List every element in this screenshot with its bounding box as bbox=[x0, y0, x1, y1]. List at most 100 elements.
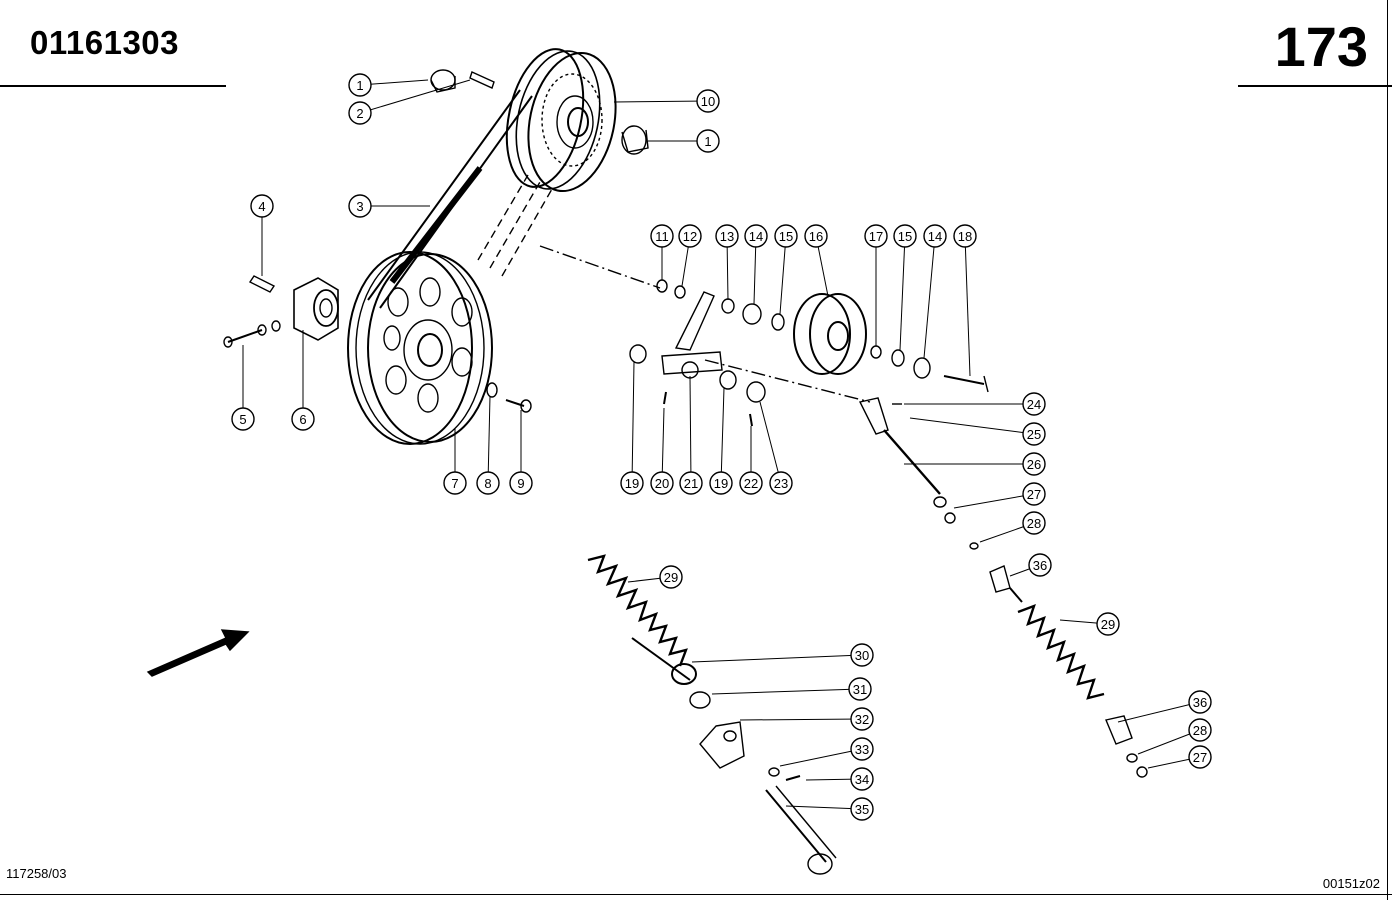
callout-leader bbox=[487, 395, 491, 484]
callout-label: 24 bbox=[1027, 397, 1041, 412]
callout-label: 8 bbox=[484, 476, 491, 491]
callout-label: 3 bbox=[356, 199, 363, 214]
callout-circle bbox=[1022, 511, 1046, 535]
spring-left bbox=[587, 554, 837, 875]
callout-label: 6 bbox=[299, 412, 306, 427]
callout-leader bbox=[779, 748, 863, 767]
callout-label: 28 bbox=[1193, 723, 1207, 738]
callout-label: 14 bbox=[928, 229, 942, 244]
callout-circle bbox=[1028, 553, 1052, 577]
callout-leader bbox=[631, 361, 635, 484]
callout-circle bbox=[850, 643, 874, 667]
callout-circle bbox=[1022, 482, 1046, 506]
header-rule-left bbox=[0, 85, 226, 87]
callout-circle bbox=[953, 224, 977, 248]
axis-line-lower bbox=[704, 359, 871, 403]
callout-label: 26 bbox=[1027, 457, 1041, 472]
callout-leader bbox=[359, 79, 471, 114]
callout-circle bbox=[923, 224, 947, 248]
callout-label: 31 bbox=[853, 682, 867, 697]
callout-label: 30 bbox=[855, 648, 869, 663]
callout-leader bbox=[720, 387, 725, 484]
callout-circle bbox=[443, 471, 467, 495]
callout-circle bbox=[848, 677, 872, 701]
callout-circle bbox=[659, 565, 683, 589]
drawing-code-right: 00151z02 bbox=[1322, 876, 1380, 891]
callout-leader bbox=[1117, 701, 1201, 723]
callout-circle bbox=[678, 224, 702, 248]
callout-leader bbox=[899, 235, 906, 351]
drawing-code-left: 117258/03 bbox=[6, 866, 67, 881]
callout-circle bbox=[1022, 452, 1046, 476]
callout-label: 29 bbox=[664, 570, 678, 585]
callout-leader bbox=[964, 235, 971, 377]
callout-label: 36 bbox=[1193, 695, 1207, 710]
callout-circle bbox=[739, 471, 763, 495]
callout-circle bbox=[679, 471, 703, 495]
callout-circle bbox=[1188, 745, 1212, 769]
callout-label: 32 bbox=[855, 712, 869, 727]
callout-circle bbox=[744, 224, 768, 248]
callout-leader bbox=[691, 654, 863, 663]
callout-label: 34 bbox=[855, 772, 869, 787]
callout-circle bbox=[850, 767, 874, 791]
callout-circle bbox=[1188, 718, 1212, 742]
callout-circle bbox=[715, 224, 739, 248]
bearing-shells bbox=[430, 69, 649, 155]
callout-circle bbox=[804, 224, 828, 248]
callout-circle bbox=[864, 224, 888, 248]
callout-label: 13 bbox=[720, 229, 734, 244]
callout-label: 29 bbox=[1101, 617, 1115, 632]
callout-circle bbox=[291, 407, 315, 431]
callout-label: 35 bbox=[855, 802, 869, 817]
sheet-border-right bbox=[1387, 0, 1388, 900]
callout-circle bbox=[696, 129, 720, 153]
callout-label: 15 bbox=[779, 229, 793, 244]
callout-label: 17 bbox=[869, 229, 883, 244]
callout-label: 10 bbox=[701, 94, 715, 109]
lower-pulley bbox=[347, 251, 493, 445]
callout-label: 19 bbox=[714, 476, 728, 491]
hub-assembly bbox=[223, 275, 339, 348]
upper-pulley bbox=[505, 48, 617, 193]
callout-label: 19 bbox=[625, 476, 639, 491]
callout-label: 12 bbox=[683, 229, 697, 244]
tension-rod bbox=[858, 397, 1023, 603]
callout-label: 27 bbox=[1193, 750, 1207, 765]
callout-leader bbox=[613, 100, 709, 103]
callout-leader bbox=[779, 235, 787, 315]
spring-right bbox=[1017, 603, 1148, 778]
callout-label: 36 bbox=[1033, 558, 1047, 573]
callout-circle bbox=[1022, 422, 1046, 446]
callout-leader bbox=[661, 407, 665, 484]
callout-label: 4 bbox=[258, 199, 265, 214]
callout-circle bbox=[509, 471, 533, 495]
callout-label: 7 bbox=[451, 476, 458, 491]
callout-leader bbox=[923, 235, 936, 359]
callout-label: 2 bbox=[356, 106, 363, 121]
callout-circle bbox=[250, 194, 274, 218]
callout-circle bbox=[476, 471, 500, 495]
callout-leader bbox=[759, 401, 782, 484]
callout-label: 9 bbox=[517, 476, 524, 491]
callout-label: 15 bbox=[898, 229, 912, 244]
callout-label: 20 bbox=[655, 476, 669, 491]
callout-label: 14 bbox=[749, 229, 763, 244]
callout-label: 23 bbox=[774, 476, 788, 491]
callout-circle bbox=[1188, 690, 1212, 714]
page-number: 173 bbox=[1274, 15, 1368, 78]
sheet-border-bottom bbox=[0, 894, 1392, 895]
direction-arrow-icon bbox=[146, 629, 250, 677]
callout-circle bbox=[769, 471, 793, 495]
callout-label: 21 bbox=[684, 476, 698, 491]
callout-leader bbox=[711, 688, 861, 695]
callout-label: 28 bbox=[1027, 516, 1041, 531]
callout-label: 16 bbox=[809, 229, 823, 244]
callout-leader bbox=[739, 718, 863, 721]
callout-circle bbox=[893, 224, 917, 248]
callout-label: 25 bbox=[1027, 427, 1041, 442]
callout-circle bbox=[850, 737, 874, 761]
